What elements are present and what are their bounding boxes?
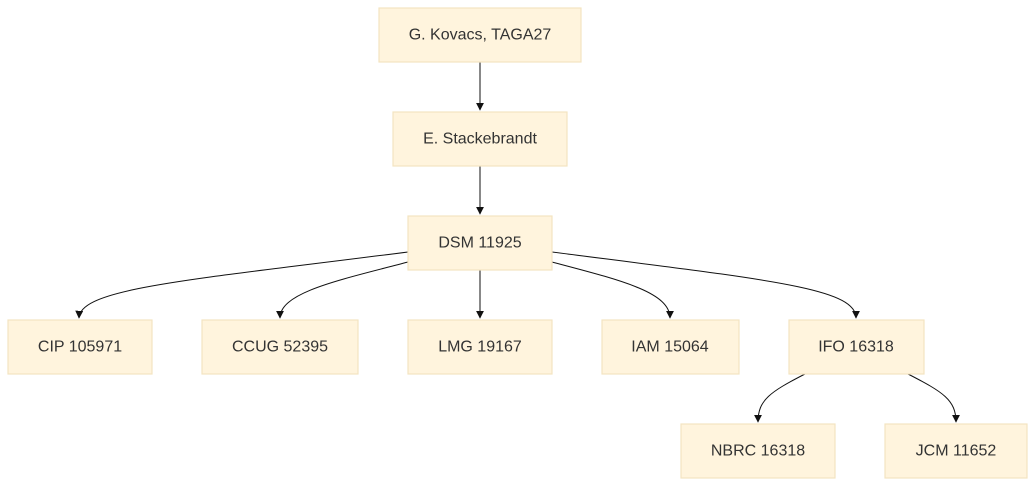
- node-label: LMG 19167: [438, 339, 522, 356]
- edge-ifo-to-nbrc: [754, 373, 806, 423]
- edge-ifo-to-jcm: [907, 373, 960, 423]
- node-ccug: CCUG 52395: [201, 319, 359, 375]
- node-label: IFO 16318: [818, 339, 894, 356]
- node-label: DSM 11925: [438, 235, 521, 252]
- node-box: [788, 319, 925, 375]
- edge-dsm-to-ccug: [276, 261, 409, 319]
- node-kovacs: G. Kovacs, TAGA27: [378, 7, 582, 63]
- node-label: G. Kovacs, TAGA27: [409, 27, 552, 44]
- node-dsm: DSM 11925: [407, 215, 553, 271]
- node-ifo: IFO 16318: [788, 319, 925, 375]
- node-nbrc: NBRC 16318: [680, 423, 836, 479]
- node-label: IAM 15064: [631, 339, 708, 356]
- node-cip: CIP 105971: [7, 319, 153, 375]
- node-jcm: JCM 11652: [884, 423, 1028, 479]
- node-box: [680, 423, 836, 479]
- node-label: E. Stackebrandt: [423, 131, 537, 148]
- node-label: JCM 11652: [916, 443, 997, 460]
- node-box: [601, 319, 740, 375]
- edges: [75, 62, 960, 423]
- edge-dsm-to-cip: [75, 251, 409, 319]
- node-stackebrandt: E. Stackebrandt: [392, 111, 568, 167]
- node-box: [392, 111, 568, 167]
- node-box: [7, 319, 153, 375]
- edge-dsm-to-iam: [551, 261, 674, 319]
- node-box: [201, 319, 359, 375]
- node-label: CIP 105971: [38, 339, 122, 356]
- edge-dsm-to-ifo: [551, 251, 860, 319]
- node-box: [407, 215, 553, 271]
- node-label: CCUG 52395: [232, 339, 328, 356]
- node-iam: IAM 15064: [601, 319, 740, 375]
- node-box: [407, 319, 553, 375]
- node-lmg: LMG 19167: [407, 319, 553, 375]
- node-box: [884, 423, 1028, 479]
- node-label: NBRC 16318: [711, 443, 805, 460]
- node-box: [378, 7, 582, 63]
